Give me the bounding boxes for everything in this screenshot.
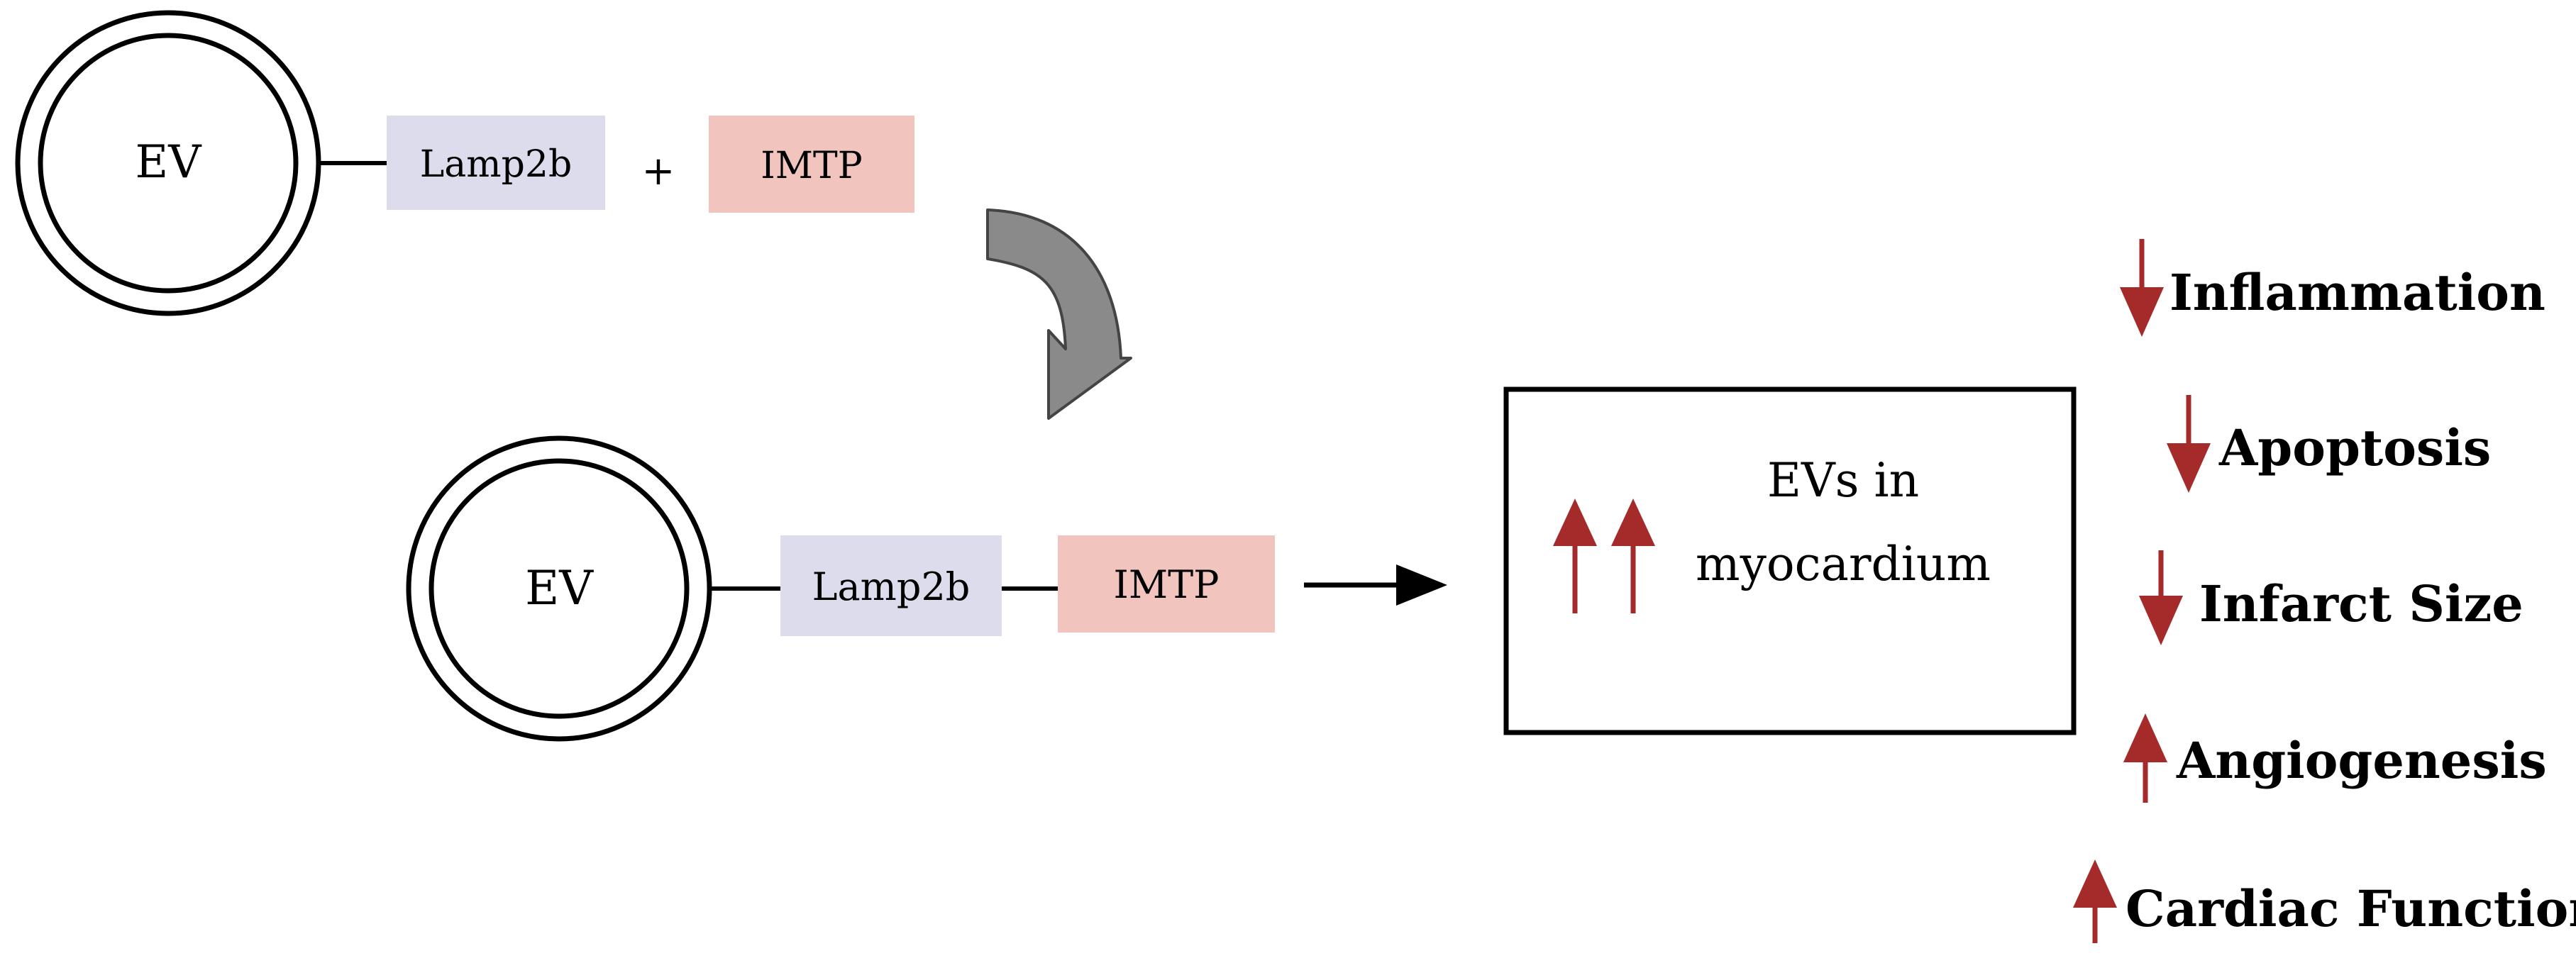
result-box: EVs in myocardium <box>1503 386 2077 735</box>
bottom-construct: EV Lamp2b IMTP <box>406 435 1275 742</box>
bottom-lamp2b-box <box>780 535 1002 636</box>
double-up-arrow-icon <box>1553 499 1655 613</box>
bottom-imtp-box <box>1058 535 1275 633</box>
top-ev-inner-circle <box>38 33 299 294</box>
effects-list: Inflammation Apoptosis Infarct Size Angi… <box>2073 239 2576 943</box>
top-lamp2b-box <box>387 116 605 210</box>
down-arrow-icon <box>2139 550 2183 645</box>
bottom-imtp-label: IMTP <box>1114 562 1220 607</box>
top-ev-label: EV <box>136 136 203 189</box>
effect-label: Apoptosis <box>2218 418 2491 477</box>
top-imtp-box <box>709 116 914 213</box>
effect-infarct-size: Infarct Size <box>2139 550 2524 645</box>
top-imtp-label: IMTP <box>761 145 862 187</box>
effect-inflammation: Inflammation <box>2120 239 2545 337</box>
effect-label: Angiogenesis <box>2176 731 2547 790</box>
result-box-frame <box>1503 386 2077 735</box>
effect-apoptosis: Apoptosis <box>2167 395 2491 493</box>
up-arrow-icon <box>2073 859 2117 943</box>
up-arrow-icon <box>2123 713 2167 803</box>
effect-label: Infarct Size <box>2199 574 2524 633</box>
bottom-lamp2b-label: Lamp2b <box>812 564 971 609</box>
down-arrow-icon <box>2120 239 2164 337</box>
effect-label: Cardiac Function <box>2126 879 2576 938</box>
effect-angiogenesis: Angiogenesis <box>2123 713 2547 803</box>
effect-cardiac-function: Cardiac Function <box>2073 859 2576 943</box>
top-construct: EV Lamp2b + IMTP <box>15 10 914 316</box>
result-box-line1: EVs in <box>1767 453 1919 508</box>
curved-arrow <box>986 208 1132 420</box>
effect-label: Inflammation <box>2169 263 2545 322</box>
bottom-ev-label: EV <box>525 561 594 616</box>
result-box-line2: myocardium <box>1696 537 1991 591</box>
result-arrow <box>1304 564 1447 606</box>
bottom-ev-inner-circle <box>429 458 690 719</box>
down-arrow-icon <box>2167 395 2211 493</box>
top-lamp2b-label: Lamp2b <box>420 143 573 186</box>
top-plus-sign: + <box>642 148 675 194</box>
